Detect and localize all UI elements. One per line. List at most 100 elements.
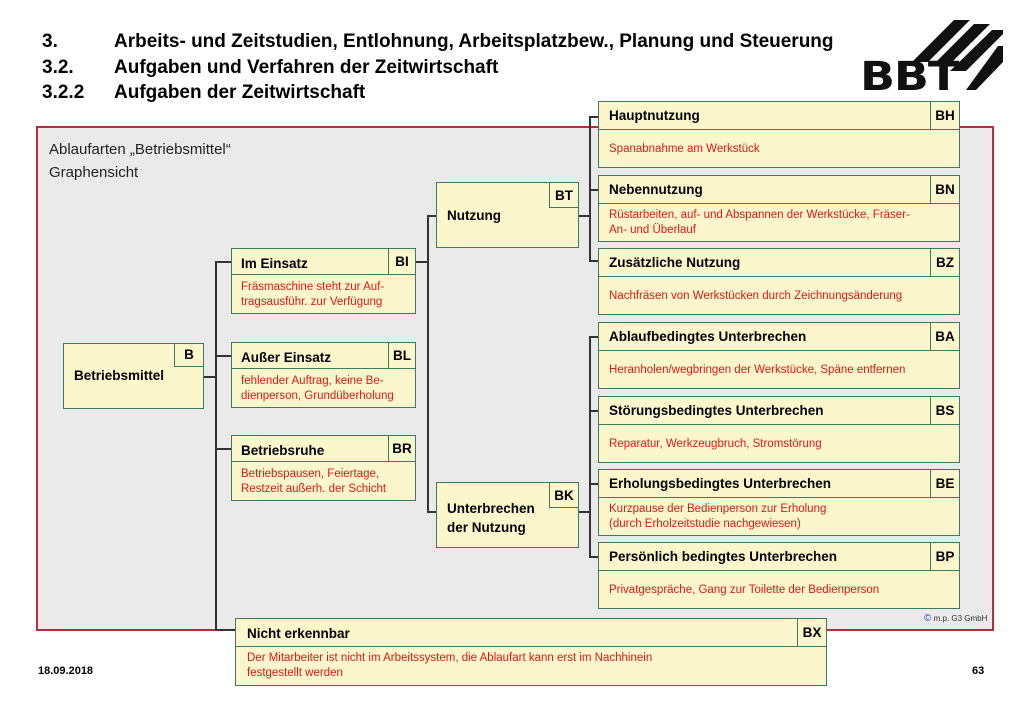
node-code: B [174,344,203,367]
footer-page-number: 63 [972,665,985,677]
node-code: BL [388,343,415,368]
connector [215,355,232,357]
node-im-einsatz: Im Einsatz BI Fräsmaschine steht zur Auf… [231,248,416,314]
logo-text: BBT [860,54,959,100]
node-code: BH [930,102,959,129]
node-description: Spanabnahme am Werkstück [609,143,760,155]
node-title: Hauptnutzung [609,108,700,123]
node-code: BK [549,483,578,508]
node-description: Nachfräsen von Werkstücken durch Zeichnu… [609,290,903,302]
copyright-text: m.p. G3 GmbH [933,614,988,623]
panel-title: Ablaufarten „Betriebsmittel“ [49,141,231,158]
node-title: Störungsbedingtes Unterbrechen [609,403,824,418]
node-code: BE [930,470,959,497]
section-number: 3.2.2 [42,82,85,103]
connector [215,629,236,631]
connector [427,215,429,512]
node-hauptnutzung: Hauptnutzung BH Spanabnahme am Werkstück [598,101,960,168]
section-title: Arbeits- und Zeitstudien, Entlohnung, Ar… [114,31,834,52]
node-persoenlich-bedingtes-unterbrechen: Persönlich bedingtes Unterbrechen BP Pri… [598,542,960,609]
node-description: Betriebspausen, Feiertage, Restzeit auße… [241,468,387,495]
section-number: 3.2. [42,57,74,78]
node-title: Ablaufbedingtes Unterbrechen [609,329,807,344]
node-code: BP [930,543,959,570]
connector [215,261,217,630]
node-title: Außer Einsatz [241,350,332,365]
node-title: Nutzung [447,208,501,223]
node-divider [232,461,415,462]
footer-date: 18.09.2018 [38,665,94,677]
node-divider [232,274,415,275]
connector [589,556,599,558]
section-title: Aufgaben der Zeitwirtschaft [114,82,366,103]
node-divider [232,368,415,369]
connector [589,260,599,262]
node-divider [599,276,959,277]
node-description: Der Mitarbeiter ist nicht im Arbeitssyst… [247,652,653,679]
connector [589,116,599,118]
panel-subtitle: Graphensicht [49,164,139,181]
node-code: BR [388,436,415,461]
node-title: Erholungsbedingtes Unterbrechen [609,476,832,491]
node-erholungsbedingtes-unterbrechen: Erholungsbedingtes Unterbrechen BE Kurzp… [598,469,960,536]
node-nicht-erkennbar: Nicht erkennbar BX Der Mitarbeiter ist n… [235,618,827,686]
connector [589,410,599,412]
connector [427,511,437,513]
connector [578,511,590,513]
node-zusaetzliche-nutzung: Zusätzliche Nutzung BZ Nachfräsen von We… [598,248,960,315]
node-divider [236,646,826,647]
node-divider [599,129,959,130]
node-divider [599,350,959,351]
node-title: Zusätzliche Nutzung [609,255,741,270]
node-betriebsruhe: Betriebsruhe BR Betriebspausen, Feiertag… [231,435,416,501]
connector [215,261,232,263]
connector [203,376,216,378]
node-nutzung: BT Nutzung [436,182,579,248]
node-code: BI [388,249,415,274]
node-stoerungsbedingtes-unterbrechen: Störungsbedingtes Unterbrechen BS Repara… [598,396,960,463]
connector [589,189,599,191]
node-nebennutzung: Nebennutzung BN Rüstarbeiten, auf- und A… [598,175,960,242]
node-title: Betriebsruhe [241,443,325,458]
node-divider [599,424,959,425]
node-title: Persönlich bedingtes Unterbrechen [609,549,838,564]
node-description: Fräsmaschine steht zur Auf- tragsausführ… [241,281,385,308]
node-betriebsmittel: B Betriebsmittel [63,343,204,409]
node-ausser-einsatz: Außer Einsatz BL fehlender Auftrag, kein… [231,342,416,408]
node-description: Heranholen/wegbringen der Werkstücke, Sp… [609,364,906,376]
node-code: BS [930,397,959,424]
connector [589,116,591,261]
node-description: Reparatur, Werkzeugbruch, Stromstörung [609,438,822,450]
copyright-icon: © [924,613,932,624]
node-unterbrechen-der-nutzung: BK Unterbrechen der Nutzung [436,482,579,548]
copyright: © m.p. G3 GmbH [924,613,987,624]
node-description: fehlender Auftrag, keine Be- dienperson,… [241,375,394,402]
section-number: 3. [42,31,58,52]
node-title: Betriebsmittel [74,368,165,383]
connector [589,336,591,557]
connector [427,215,437,217]
node-code: BX [797,619,826,646]
connector [578,215,590,217]
node-code: BT [549,183,578,208]
logo-stripes-icon [912,20,1003,90]
node-code: BN [930,176,959,203]
node-title: Nebennutzung [609,182,703,197]
node-description: Kurzpause der Bedienperson zur Erholung … [609,503,827,530]
node-code: BA [930,323,959,350]
bbt-logo: BBT [858,20,1003,100]
node-title: Nicht erkennbar [247,626,350,641]
section-title: Aufgaben und Verfahren der Zeitwirtschaf… [114,57,499,78]
node-divider [599,497,959,498]
node-description: Privatgespräche, Gang zur Toilette der B… [609,584,880,596]
node-description: Rüstarbeiten, auf- und Abspannen der Wer… [609,209,910,236]
node-title: Unterbrechen der Nutzung [447,501,535,535]
connector [589,336,599,338]
node-title: Im Einsatz [241,256,308,271]
node-code: BZ [930,249,959,276]
node-divider [599,570,959,571]
connector [589,483,599,485]
connector [415,261,428,263]
connector [215,448,232,450]
node-divider [599,203,959,204]
